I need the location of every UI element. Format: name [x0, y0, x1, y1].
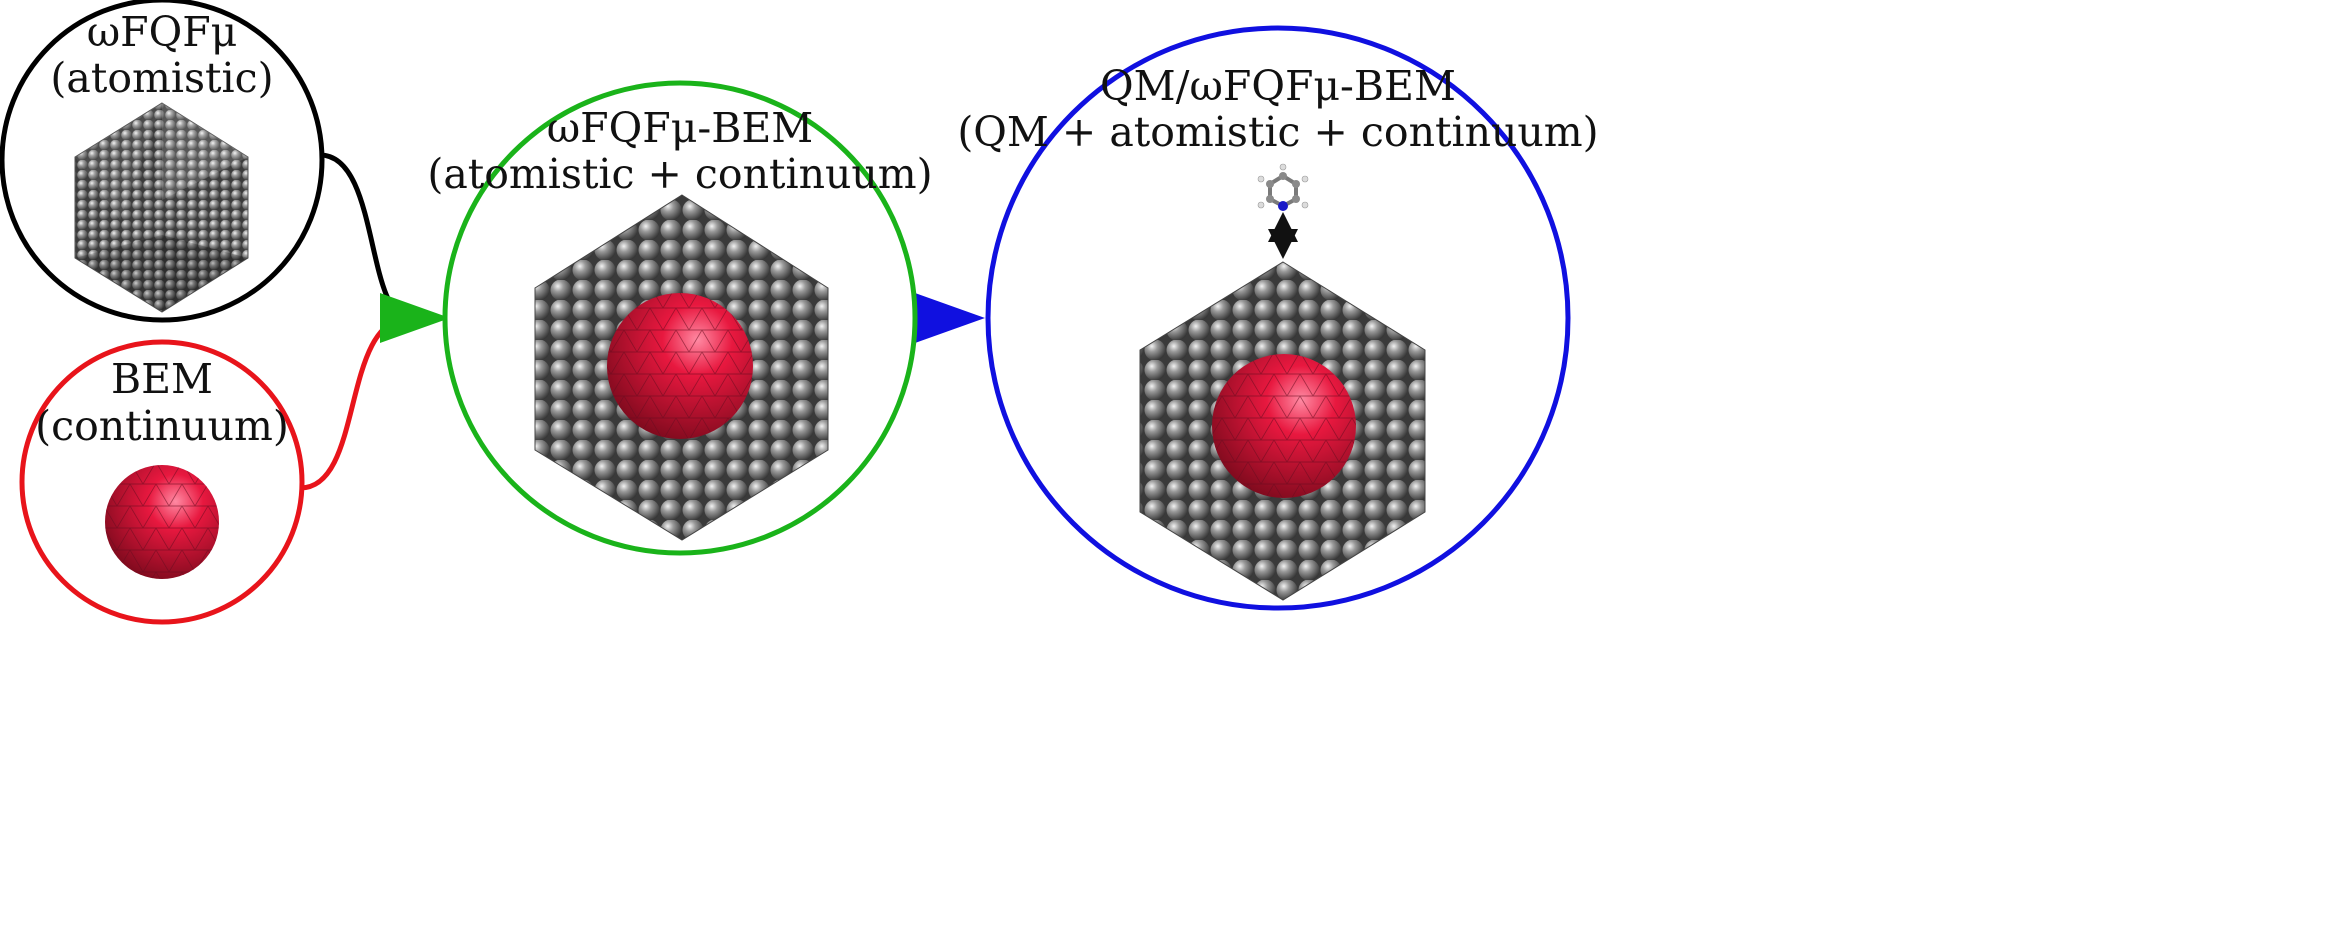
full-model-title: QM/ωFQFμ-BEM [1100, 62, 1456, 110]
connector-continuum [299, 315, 411, 491]
connector-atomistic [319, 152, 411, 321]
combined-title: ωFQFμ-BEM [547, 104, 813, 152]
bem-sphere-icon [105, 465, 219, 579]
atomistic-title: ωFQFμ [87, 8, 238, 56]
full-model-subtitle: (QM + atomistic + continuum) [957, 108, 1598, 156]
icosahedral-nanoparticle-icon [74, 102, 249, 313]
atomistic-panel: ωFQFμ (atomistic) [0, 0, 325, 323]
nanoparticle-with-core-icon [1139, 261, 1426, 601]
combined-panel: ωFQFμ-BEM (atomistic + continuum) [427, 80, 933, 556]
pyridine-molecule-icon [1257, 163, 1309, 211]
continuum-title: BEM [111, 355, 213, 403]
nanoparticle-cross-section-icon [534, 194, 829, 541]
continuum-panel: BEM (continuum) [19, 339, 305, 625]
full-model-panel: QM/ωFQFμ-BEM (QM + atomistic + continuum… [957, 25, 1599, 611]
atomistic-subtitle: (atomistic) [50, 54, 273, 102]
combined-subtitle: (atomistic + continuum) [427, 150, 932, 198]
continuum-subtitle: (continuum) [35, 402, 289, 450]
